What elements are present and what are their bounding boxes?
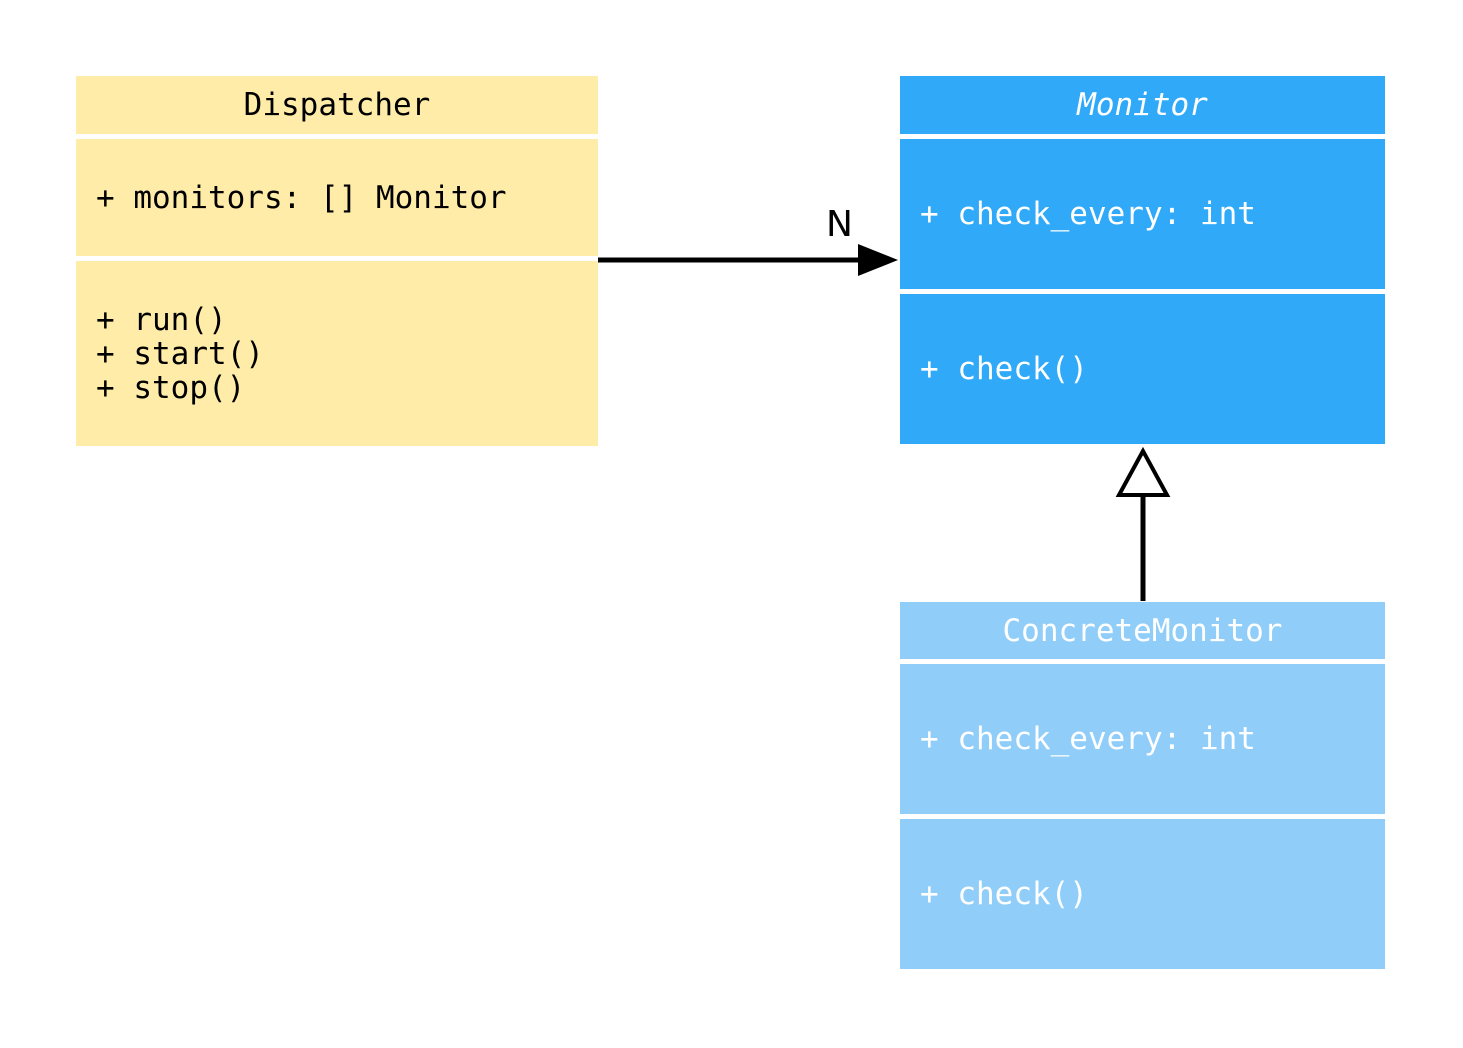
class-box-concrete-monitor: ConcreteMonitor + check_every: int + che… bbox=[900, 602, 1385, 969]
class-name-dispatcher: Dispatcher bbox=[243, 87, 431, 123]
method-line: + run() bbox=[96, 301, 227, 338]
attribute-line: + check_every: int bbox=[920, 196, 1256, 232]
inheritance-arrow bbox=[1115, 446, 1171, 601]
attributes-compartment: + check_every: int bbox=[900, 664, 1385, 814]
class-box-dispatcher: Dispatcher + monitors: [] Monitor + run(… bbox=[76, 76, 598, 446]
class-title-compartment: Dispatcher bbox=[76, 76, 598, 134]
method-line: + start() bbox=[96, 335, 264, 372]
attribute-line: + monitors: [] Monitor bbox=[96, 179, 507, 216]
association-multiplicity-label: N bbox=[826, 204, 853, 245]
attributes-compartment: + check_every: int bbox=[900, 139, 1385, 289]
methods-compartment: + run() + start() + stop() bbox=[76, 261, 598, 446]
attribute-line: + check_every: int bbox=[920, 721, 1256, 757]
class-name-monitor: Monitor bbox=[1077, 87, 1208, 123]
class-name-concrete-monitor: ConcreteMonitor bbox=[1002, 612, 1283, 649]
class-title-compartment: ConcreteMonitor bbox=[900, 602, 1385, 659]
methods-compartment: + check() bbox=[900, 294, 1385, 444]
methods-compartment: + check() bbox=[900, 819, 1385, 969]
association-arrowhead-icon bbox=[858, 244, 898, 276]
inheritance-triangle-icon bbox=[1115, 446, 1171, 497]
association-arrow bbox=[598, 244, 898, 276]
attributes-compartment: + monitors: [] Monitor bbox=[76, 139, 598, 256]
method-line: + check() bbox=[920, 876, 1088, 912]
method-line: + check() bbox=[920, 351, 1088, 387]
class-box-monitor: Monitor + check_every: int + check() bbox=[900, 76, 1385, 444]
method-line: + stop() bbox=[96, 369, 246, 406]
class-title-compartment: Monitor bbox=[900, 76, 1385, 134]
